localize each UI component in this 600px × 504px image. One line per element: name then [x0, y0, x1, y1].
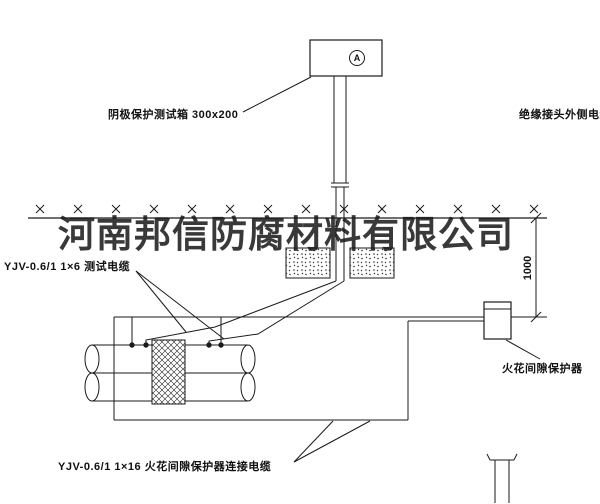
test-box-leader [242, 76, 312, 113]
dimension-line [511, 212, 547, 323]
insulating-joint [151, 339, 186, 405]
protector-cable-leaders [293, 420, 371, 463]
spark-gap-protector [483, 301, 512, 340]
protector-cable-label: YJV-0.6/1 1×16 火花间隙保护器连接电缆 [58, 461, 272, 473]
test-box-label: 阴极保护测试箱 300x200 [108, 109, 239, 121]
cable-connection-dots [129, 342, 224, 348]
test-box [309, 39, 383, 77]
detail-symbol [486, 453, 518, 503]
dimension-1000-label: 1000 [522, 255, 534, 281]
ammeter-symbol: A [353, 53, 361, 63]
spark-protector-leader [505, 339, 541, 360]
test-cables [145, 280, 345, 344]
company-watermark: 河南邦信防腐材料有限公司 [58, 215, 514, 256]
test-cable-leaders [135, 270, 225, 340]
test-cable-label: YJV-0.6/1 1×6 测试电缆 [4, 261, 131, 273]
concrete-blocks [285, 247, 395, 279]
insulated-joint-cable-label: 绝缘接头外侧电缆 [519, 109, 600, 121]
conduit-riser [331, 76, 349, 281]
protector-cable-run [113, 316, 484, 421]
ammeter-circle [349, 50, 365, 66]
spark-gap-protector-label: 火花间隙保护器 [502, 363, 583, 375]
